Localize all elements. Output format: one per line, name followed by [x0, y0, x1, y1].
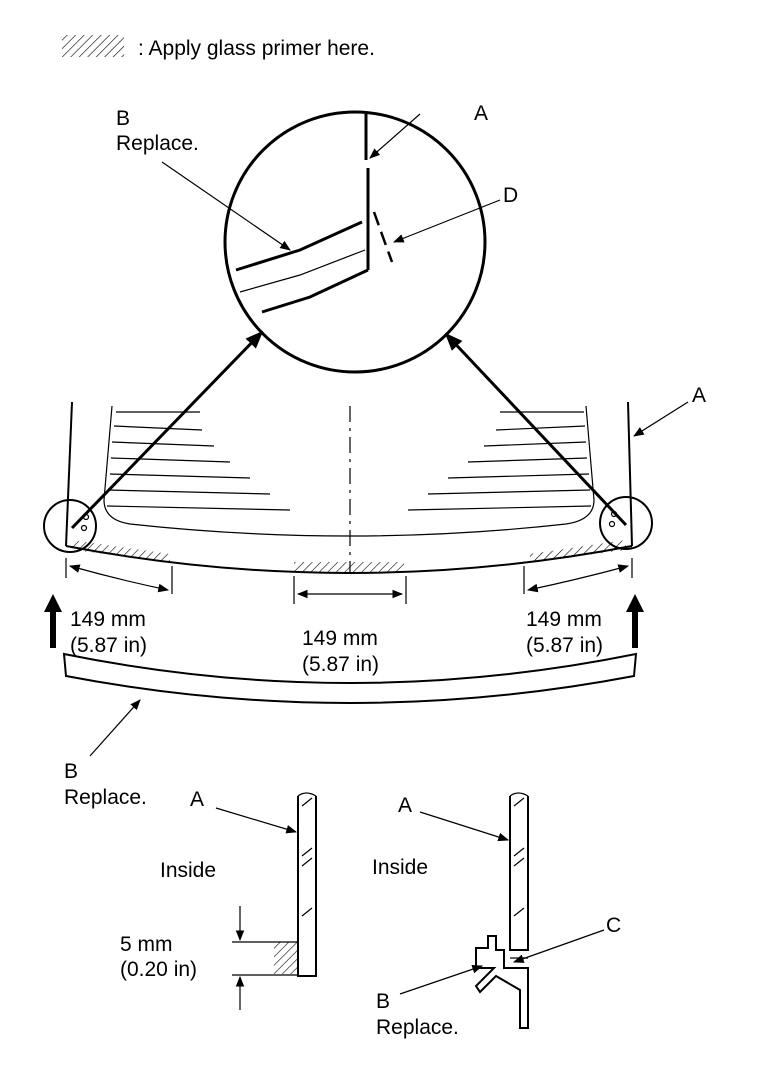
detail-molding-bottom: [261, 268, 369, 314]
dim-offset-in: (0.20 in): [120, 958, 197, 981]
label-a-left-section: A: [190, 788, 204, 811]
pointer-arrow-left: [70, 330, 264, 530]
detail-d-dashed: [372, 211, 394, 263]
detail-molding-top: [235, 220, 363, 272]
right-pillar: [627, 401, 633, 547]
magnifier-circle: [223, 110, 487, 374]
primer-strip-left: [274, 942, 298, 974]
molding-strip: [62, 652, 638, 704]
windshield-view: [43, 401, 689, 574]
hatch-swatch-icon: [62, 35, 124, 57]
pointer-arrow-right: [444, 332, 628, 527]
primer-area-right: [530, 540, 626, 562]
label-b-mid: B: [64, 760, 78, 783]
detail-molding-mid: [239, 249, 366, 293]
dim-left-mm: 149 mm: [70, 608, 146, 631]
corner-circle-right: [599, 496, 653, 550]
dim-center-mm: 149 mm: [302, 627, 378, 650]
dim-right-in: (5.87 in): [526, 634, 603, 657]
dim-left-in: (5.87 in): [70, 634, 147, 657]
primer-area-center: [294, 562, 404, 572]
up-arrow-right-icon: [626, 594, 644, 648]
label-inside-right: Inside: [372, 856, 428, 879]
dim-center-in: (5.87 in): [302, 653, 379, 676]
label-replace-bottom: Replace.: [376, 1016, 459, 1039]
molding-profile: [474, 935, 529, 1029]
defroster-lines-right: [407, 411, 592, 511]
corner-circle-left: [43, 499, 97, 553]
label-replace-mid: Replace.: [64, 786, 147, 809]
label-replace-top: Replace.: [116, 132, 199, 155]
section-left: [215, 792, 317, 1010]
glass-inner-outline: [103, 405, 595, 537]
label-a-right: A: [692, 384, 706, 407]
label-b-top: B: [116, 107, 130, 130]
dim-right-mm: 149 mm: [526, 608, 602, 631]
legend-text: : Apply glass primer here.: [138, 37, 375, 60]
label-c: C: [606, 914, 621, 937]
left-pillar: [65, 401, 73, 547]
label-b-bottom: B: [376, 990, 390, 1013]
label-a-top: A: [474, 102, 488, 125]
dimension-lines: [65, 558, 633, 604]
legend: : Apply glass primer here.: [62, 35, 375, 60]
magnified-detail: [161, 110, 501, 374]
defroster-lines-left: [106, 411, 291, 511]
label-d: D: [503, 184, 518, 207]
section-right: [399, 792, 605, 1029]
dim-offset-mm: 5 mm: [120, 933, 173, 956]
primer-area-left: [72, 540, 170, 562]
label-inside-left: Inside: [160, 859, 216, 882]
up-arrow-left-icon: [44, 594, 62, 648]
label-a-right-section: A: [398, 794, 412, 817]
